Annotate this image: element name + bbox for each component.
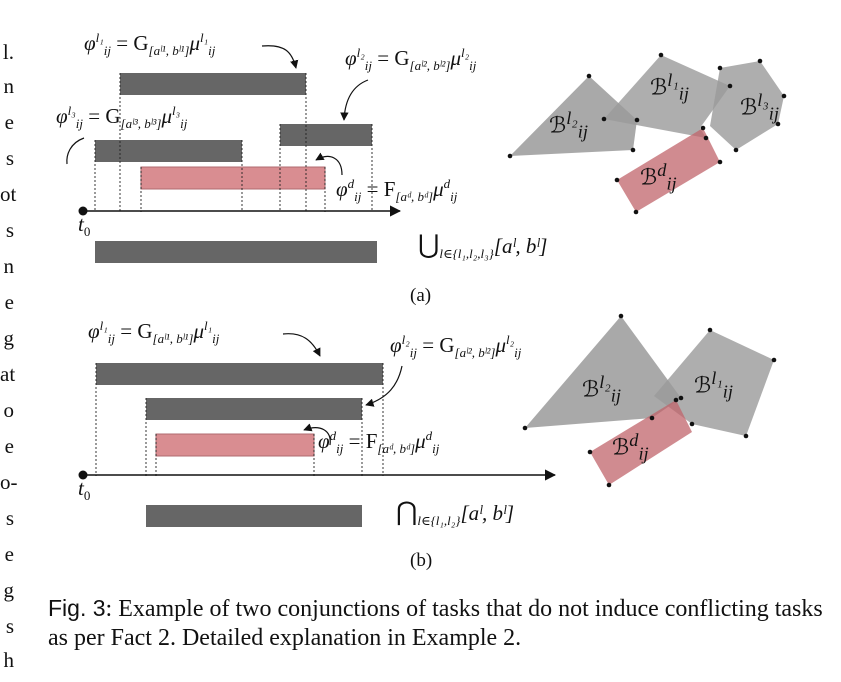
figure-caption: Fig. 3: Example of two conjunctions of t… [48,594,828,653]
margin-fragment: ot [0,182,17,206]
bar-d-b [155,433,315,457]
panel-a-timeline [66,45,402,263]
formula-phi-l2-a: φl₂ij = G[aˡ², bˡ²]μl₂ij [345,45,477,74]
region-label-d-a: ℬdij [640,160,677,194]
formula-phi-l2-b: φl₂ij = G[aˡ², bˡ²]μl₂ij [390,332,522,361]
union-bar [95,241,377,263]
bar-l1-b [96,363,383,385]
panel-b-regions [522,313,777,488]
t0-dot-a [78,206,88,216]
caption-text: : Example of two conjunctions of tasks t… [48,596,823,651]
bar-d [140,166,326,190]
margin-fragment: e [4,542,14,566]
panel-b-label: (b) [410,550,433,571]
t0-dot-b [78,470,88,480]
margin-fragment: o [3,398,15,422]
region-label-l1-b: ℬl₁ij [694,368,733,402]
intersection-bar [146,505,362,527]
margin-fragment: n [3,254,15,278]
bar-l2-b [146,398,362,420]
intersection-label: ⋂l∈{l₁,l₂}[aˡ, bˡ] [396,497,515,529]
panel-a-regions [507,52,787,215]
region-d-a [617,128,720,212]
formula-phi-l1-a: φl₁ij = G[aˡ¹, bˡ¹]μl₁ij [84,30,216,59]
region-l1-a [604,55,730,138]
region-l2-b [525,316,681,428]
margin-fragment: s [5,614,14,638]
region-l3-a [710,61,784,150]
region-label-l1-a: ℬl₁ij [650,70,689,104]
margin-fragment: e [4,434,14,458]
formula-phi-d-a: φdij = F[aᵈ, bᵈ]μdij [336,176,458,205]
margin-fragment: g [3,578,15,602]
region-label-l2-a: ℬl₂ij [549,108,588,142]
bar-l1 [120,73,306,95]
margin-fragment: s [5,146,14,170]
margin-fragment: h [3,648,15,672]
t0-label-b: t0 [78,476,91,504]
margin-fragment: at [0,362,16,386]
figure-number: Fig. 3 [48,595,106,621]
region-label-l3-a: ℬl₃ij [740,90,779,124]
t0-label-a: t0 [78,212,91,240]
margin-fragment: n [3,74,15,98]
region-l1-b [654,330,774,436]
bar-l3 [95,140,242,162]
panel-a-label: (a) [410,285,432,306]
margin-fragment: e [4,110,14,134]
margin-fragment: e [4,290,14,314]
margin-fragment: s [5,218,14,242]
formula-phi-d-b: φdij = F[aᵈ, bᵈ]μdij [318,428,440,457]
bar-l2 [280,124,372,146]
margin-fragment: g [3,326,15,350]
region-d-b [590,400,692,485]
region-label-d-b: ℬdij [612,430,649,464]
margin-fragment: o- [0,470,18,494]
region-label-l2-b: ℬl₂ij [582,372,621,406]
formula-phi-l1-b: φl₁ij = G[aˡ¹, bˡ¹]μl₁ij [88,318,220,347]
margin-fragment: l. [2,40,14,64]
formula-phi-l3-a: φl₃ij = G[aˡ³, bˡ³]μl₃ij [56,103,188,132]
panel-b-timeline [78,333,557,527]
union-label: ⋃l∈{l₁,l₂,l₃}[aˡ, bˡ] [418,230,548,262]
region-l2-a [510,76,637,156]
margin-fragment: s [5,506,14,530]
